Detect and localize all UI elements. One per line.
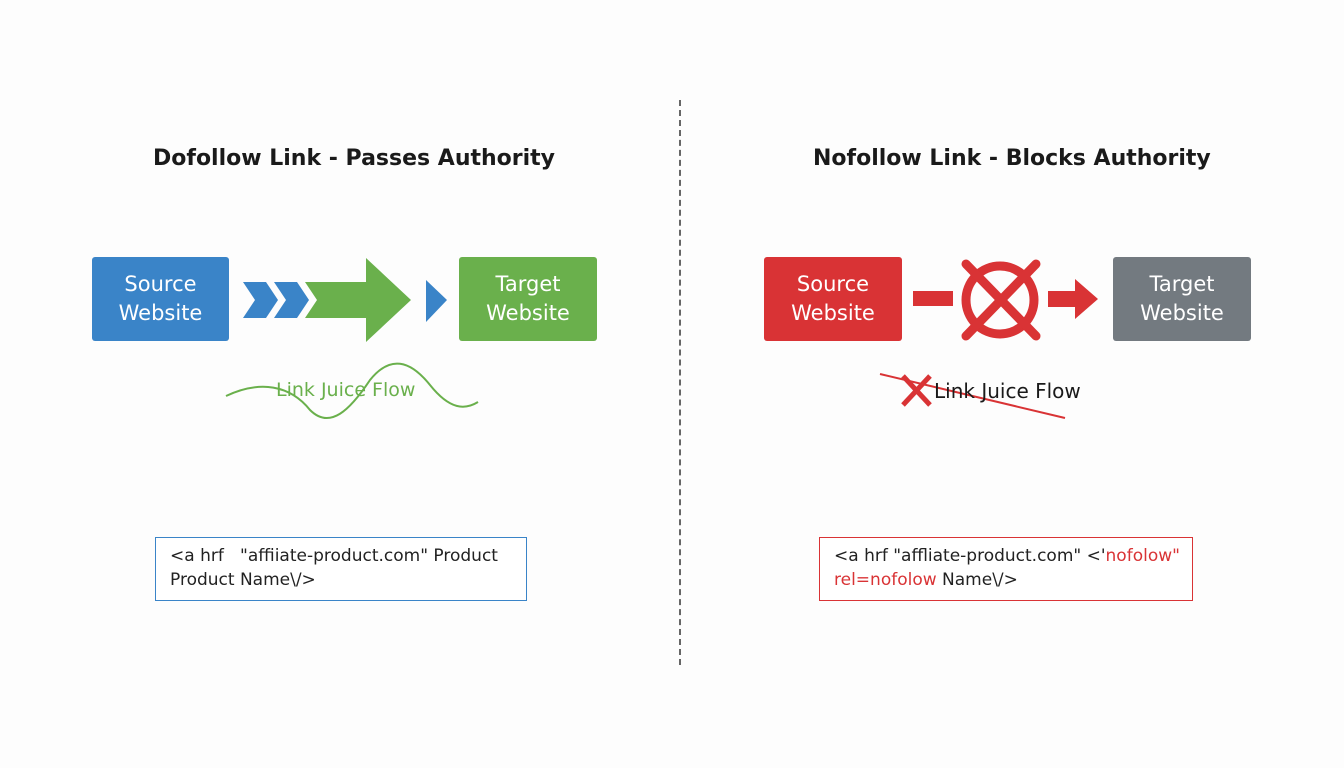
source-website-box: Source Website xyxy=(92,257,229,341)
target-website-box: Target Website xyxy=(459,257,597,341)
link-juice-flow-label: Link Juice Flow xyxy=(276,379,416,401)
code-line: rel=nofolow Name\/> xyxy=(834,568,1178,592)
code-highlight: nofolow" xyxy=(1105,546,1180,566)
code-text: <a hrf "affliate-product.com" <' xyxy=(834,546,1106,566)
blocked-link-juice-label: Link Juice Flow xyxy=(934,379,1081,403)
nofollow-code-snippet: <a hrf "affliate-product.com" <'nofolow"… xyxy=(819,537,1193,601)
blocked-icon xyxy=(913,259,1098,341)
code-highlight: rel=nofolow xyxy=(834,570,937,590)
dofollow-arrow-icon xyxy=(243,258,447,342)
nofollow-title: Nofollow Link - Blocks Authority xyxy=(813,146,1211,171)
dofollow-title: Dofollow Link - Passes Authority xyxy=(153,146,556,171)
code-line: <a hrf "affiiate-product.com" Product xyxy=(170,546,498,566)
divider xyxy=(679,100,681,665)
nofollow-source-website-box: Source Website xyxy=(764,257,902,341)
code-text: Name\/> xyxy=(936,570,1018,590)
nofollow-target-website-box: Target Website xyxy=(1113,257,1251,341)
code-line: <a hrf "affliate-product.com" <'nofolow" xyxy=(834,544,1180,568)
code-line: Product Name\/> xyxy=(170,570,316,590)
flow-wave xyxy=(225,362,479,420)
dofollow-code-snippet: <a hrf "affiiate-product.com" Product Pr… xyxy=(155,537,527,601)
cross-out-icon xyxy=(879,373,1066,419)
